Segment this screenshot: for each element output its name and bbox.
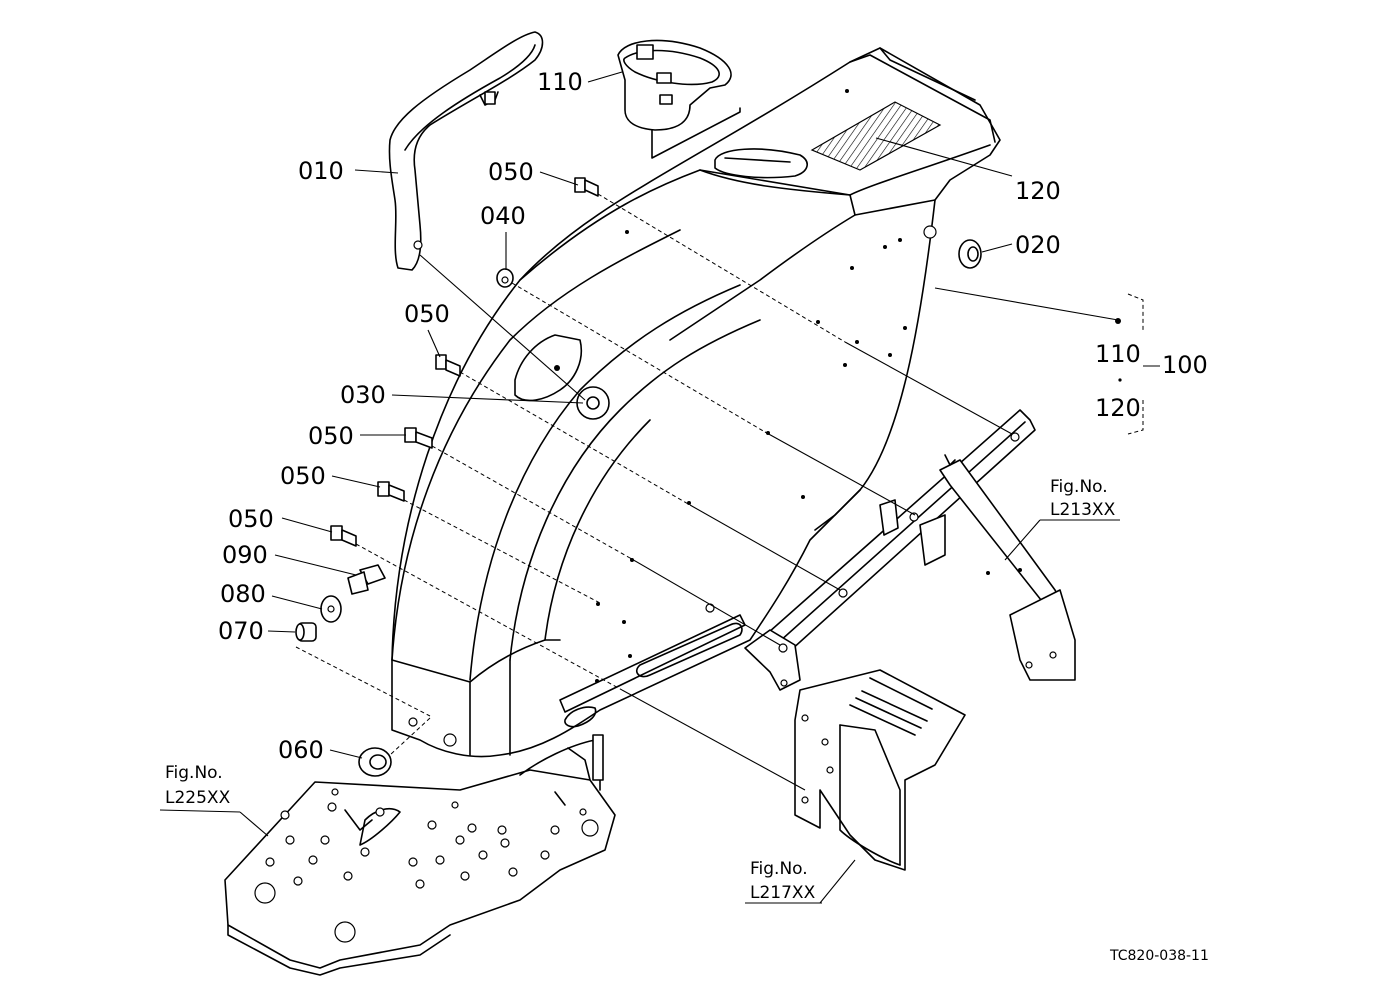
grommet-020 — [958, 239, 982, 269]
label-090: 090 — [222, 541, 268, 569]
collar-070 — [295, 622, 317, 642]
cup-holder — [617, 39, 741, 159]
leader-lines — [239, 71, 1160, 904]
figure-ref-l225: Fig.No. L225XX — [159, 763, 241, 813]
plate-holes — [265, 788, 587, 889]
grab-handle — [388, 31, 544, 271]
ref-l225-code: L225XX — [165, 788, 231, 808]
label-050-b: 050 — [404, 300, 450, 328]
label-010: 010 — [298, 157, 344, 185]
label-120-group: 120 — [1095, 394, 1141, 422]
label-050-c: 050 — [308, 422, 354, 450]
assembly-lines — [295, 193, 1013, 791]
plate-l225 — [224, 734, 616, 976]
label-020: 020 — [1015, 231, 1061, 259]
ref-l217-code: L217XX — [750, 883, 816, 903]
part-labels: 110 010 050 040 050 030 050 050 050 090 … — [218, 68, 1208, 764]
fender-panel — [391, 47, 1001, 758]
label-050-d: 050 — [280, 462, 326, 490]
label-120: 120 — [1015, 177, 1061, 205]
label-030: 030 — [340, 381, 386, 409]
bolt-050-c — [404, 427, 433, 449]
bolt-090 — [347, 564, 386, 595]
bolt-050-e — [330, 525, 357, 547]
bolt-050-a — [574, 177, 599, 197]
label-060: 060 — [278, 736, 324, 764]
label-050-a: 050 — [488, 158, 534, 186]
bolt-050-d — [377, 481, 405, 502]
label-110-group: 110 — [1095, 340, 1141, 368]
label-040: 040 — [480, 202, 526, 230]
bracket-l213 — [744, 409, 1076, 691]
figure-ref-l217: Fig.No. L217XX — [745, 859, 822, 904]
label-100: 100 — [1162, 351, 1208, 379]
washer-080 — [320, 595, 342, 623]
ref-l225-fig: Fig.No. — [165, 763, 223, 783]
label-070: 070 — [218, 617, 264, 645]
bolt-050-b — [435, 354, 461, 377]
figure-ref-l213: Fig.No. L213XX — [1040, 477, 1120, 521]
ref-l217-fig: Fig.No. — [750, 859, 808, 879]
grommet-060 — [358, 747, 392, 777]
drawing-code: TC820-038-11 — [1109, 948, 1209, 964]
label-110: 110 — [537, 68, 583, 96]
ref-l213-code: L213XX — [1050, 500, 1116, 520]
label-050-e: 050 — [228, 505, 274, 533]
label-080: 080 — [220, 580, 266, 608]
ref-l213-fig: Fig.No. — [1050, 477, 1108, 497]
panel-l217 — [794, 669, 966, 871]
nut-040 — [496, 268, 514, 288]
